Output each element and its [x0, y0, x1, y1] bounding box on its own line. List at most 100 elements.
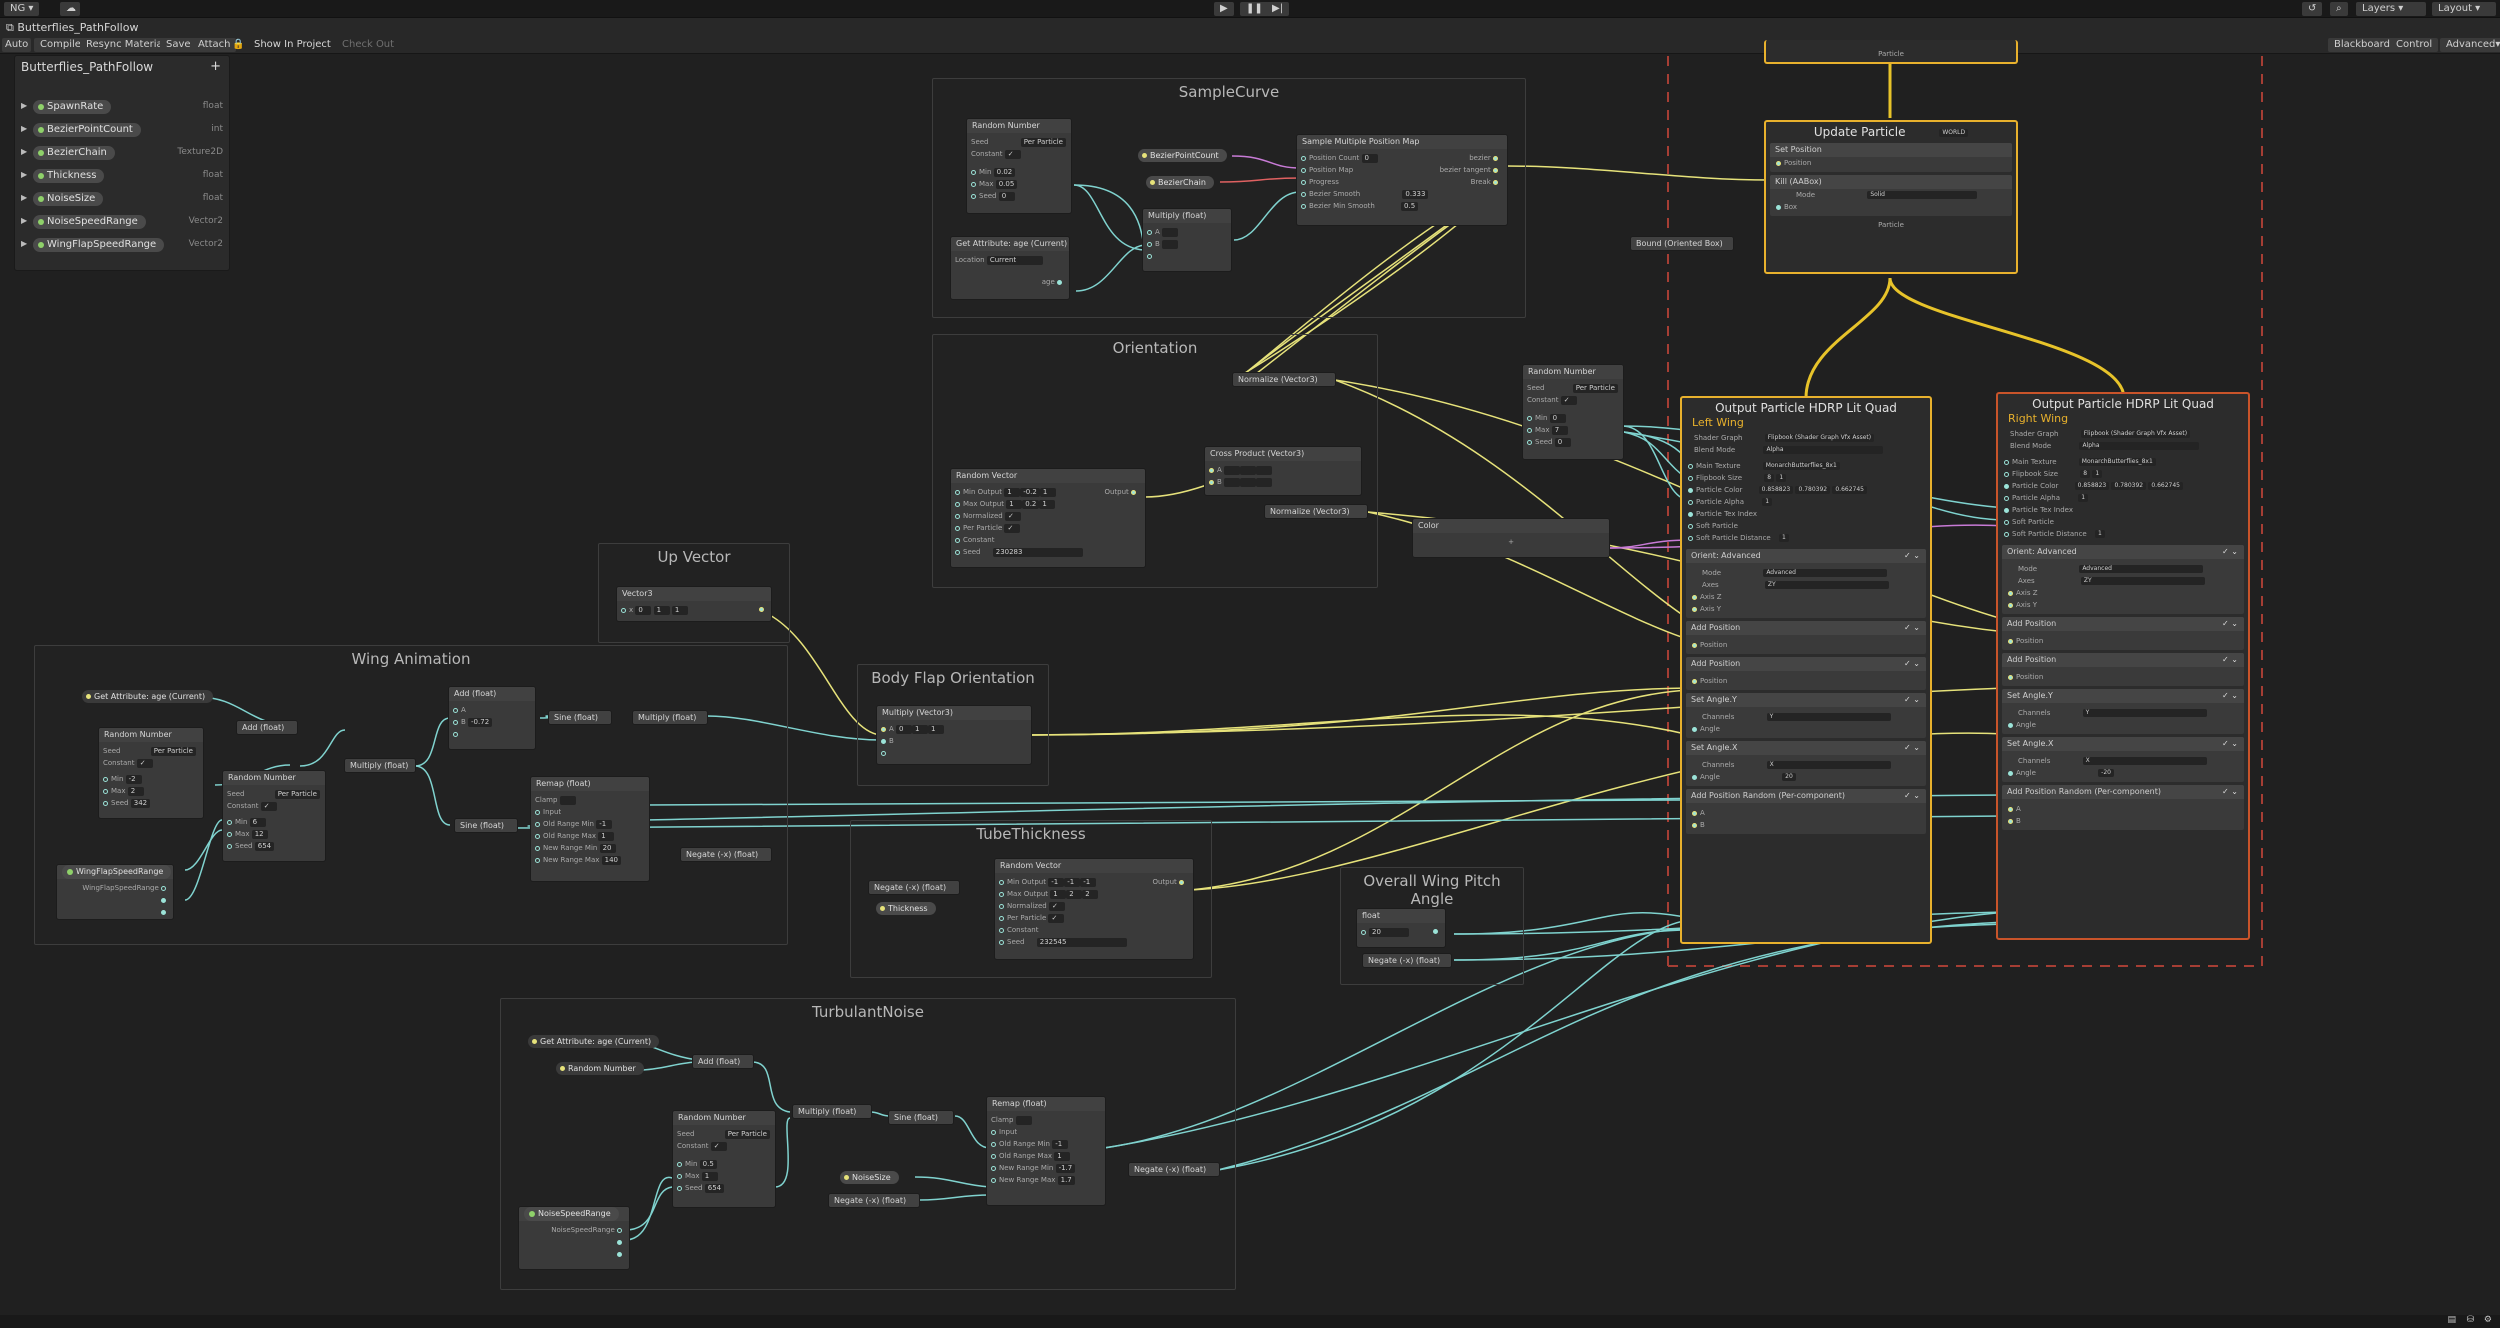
- history-icon[interactable]: ↺: [2302, 2, 2323, 16]
- node-get-attribute-age[interactable]: Get Attribute: age (Current) Location Cu…: [950, 236, 1070, 300]
- chevron-right-icon[interactable]: ▶: [21, 101, 28, 110]
- lock-icon[interactable]: 🔒: [232, 39, 245, 50]
- node-multiply-float[interactable]: Multiply (float) A B: [1142, 208, 1232, 272]
- auto-toggle[interactable]: Auto: [2, 38, 32, 52]
- cloud-icon[interactable]: ☁: [60, 2, 80, 16]
- node-add-float-2[interactable]: Add (float) A B -0.72: [448, 686, 536, 750]
- node-multiply-float-4[interactable]: Multiply (float): [792, 1104, 872, 1119]
- network-icon[interactable]: ⛁: [2466, 1315, 2474, 1325]
- node-float[interactable]: float 20: [1356, 908, 1446, 948]
- settings-icon[interactable]: ⚙: [2483, 1315, 2492, 1325]
- search-icon[interactable]: ⌕: [2330, 2, 2348, 16]
- layers-dropdown[interactable]: Layers ▾: [2356, 2, 2426, 16]
- group-overall-wing-pitch-angle[interactable]: Overall Wing Pitch Angle: [1340, 867, 1524, 985]
- property-bezierchain[interactable]: BezierChain: [1146, 176, 1214, 189]
- control-toggle[interactable]: Control: [2390, 38, 2439, 52]
- node-sine-float-3[interactable]: Sine (float): [888, 1110, 954, 1125]
- add-property-icon[interactable]: +: [210, 59, 221, 74]
- node-random-number[interactable]: Random Number Seed Per Particle Constant…: [966, 118, 1072, 214]
- node-color[interactable]: Color +: [1412, 518, 1610, 558]
- block-add-position-4[interactable]: Add Position✓ ⌄ Position: [2002, 653, 2244, 686]
- chevron-right-icon[interactable]: ▶: [21, 216, 28, 225]
- resync-material-button[interactable]: Resync Material: [80, 38, 172, 52]
- compile-button[interactable]: Compile: [34, 38, 87, 52]
- graph-tab-title[interactable]: ⧉ Butterflies_PathFollow: [6, 21, 139, 34]
- node-random-number-6[interactable]: Random Number Seed Per Particle Constant…: [672, 1110, 776, 1208]
- block-set-position[interactable]: Set Position Position: [1770, 143, 2012, 172]
- group-samplecurve[interactable]: SampleCurve: [932, 78, 1526, 318]
- group-up-vector[interactable]: Up Vector: [598, 543, 790, 643]
- console-icon[interactable]: ▤: [2447, 1315, 2456, 1325]
- node-multiply-float-3[interactable]: Multiply (float): [632, 710, 708, 725]
- node-negate-float-3[interactable]: Negate (-x) (float): [1362, 953, 1452, 968]
- chevron-right-icon[interactable]: ▶: [21, 239, 28, 248]
- layout-dropdown[interactable]: Layout ▾: [2432, 2, 2496, 16]
- chevron-right-icon[interactable]: ▶: [21, 170, 28, 179]
- step-icon[interactable]: ▶|: [1266, 2, 1290, 16]
- node-remap-float[interactable]: Remap (float) Clamp Input Old Range Min …: [530, 776, 650, 882]
- chevron-right-icon[interactable]: ▶: [21, 124, 28, 133]
- node-cross-product-vector3[interactable]: Cross Product (Vector3) A B: [1204, 446, 1362, 496]
- node-add-float[interactable]: Add (float): [236, 720, 298, 735]
- group-turbulantnoise[interactable]: TurbulantNoise: [500, 998, 1236, 1290]
- node-negate-float[interactable]: Negate (-x) (float): [680, 847, 772, 862]
- block-set-angle-y[interactable]: Set Angle.Y✓ ⌄ Channels Y Angle: [1686, 693, 1926, 738]
- account-dropdown[interactable]: NG ▾: [4, 2, 40, 16]
- node-vector3[interactable]: Vector3 x 0 1 1: [616, 586, 772, 622]
- attach-button[interactable]: Attach: [192, 38, 237, 52]
- node-negate-float-4[interactable]: Negate (-x) (float): [828, 1193, 920, 1208]
- node-random-number-2[interactable]: Random Number Seed Per Particle Constant…: [1522, 364, 1624, 460]
- group-body-flap-orientation[interactable]: Body Flap Orientation: [857, 664, 1049, 786]
- node-sample-multiple-position-map[interactable]: Sample Multiple Position Map Position Co…: [1296, 134, 1508, 226]
- group-orientation[interactable]: Orientation: [932, 334, 1378, 588]
- property-thickness[interactable]: Thickness: [876, 902, 936, 915]
- node-random-number-5[interactable]: Random Number: [556, 1062, 644, 1075]
- property-wingflapspeedrange[interactable]: WingFlapSpeedRange WingFlapSpeedRange: [56, 864, 174, 920]
- node-get-attribute-age-2[interactable]: Get Attribute: age (Current): [82, 690, 214, 703]
- block-kill-aabox[interactable]: Kill (AABox) Mode Solid Box: [1770, 175, 2012, 216]
- block-add-position-3[interactable]: Add Position✓ ⌄ Position: [2002, 617, 2244, 650]
- block-add-position-random-2[interactable]: Add Position Random (Per-component)✓ ⌄ A…: [2002, 785, 2244, 830]
- node-normalize-vector3[interactable]: Normalize (Vector3): [1232, 372, 1336, 387]
- group-wing-animation[interactable]: Wing Animation: [34, 645, 788, 945]
- block-orient-advanced-2[interactable]: Orient: Advanced✓ ⌄ Mode Advanced Axes Z…: [2002, 545, 2244, 614]
- advanced-dropdown[interactable]: Advanced▾: [2440, 38, 2500, 52]
- context-output-left-wing[interactable]: Output Particle HDRP Lit Quad Left Wing …: [1680, 396, 1932, 944]
- block-add-position-random[interactable]: Add Position Random (Per-component)✓ ⌄ A…: [1686, 789, 1926, 834]
- property-bezierpointcount[interactable]: BezierPointCount: [1138, 149, 1227, 162]
- node-remap-float-2[interactable]: Remap (float) Clamp Input Old Range Min …: [986, 1096, 1106, 1206]
- node-negate-float-5[interactable]: Negate (-x) (float): [1128, 1162, 1220, 1177]
- block-set-angle-x-2[interactable]: Set Angle.X✓ ⌄ Channels X Angle -20: [2002, 737, 2244, 782]
- block-add-position[interactable]: Add Position✓ ⌄ Position: [1686, 621, 1926, 654]
- node-add-float-3[interactable]: Add (float): [692, 1054, 754, 1069]
- block-set-angle-y-2[interactable]: Set Angle.Y✓ ⌄ Channels Y Angle: [2002, 689, 2244, 734]
- node-bound-oriented-box[interactable]: Bound (Oriented Box): [1630, 236, 1734, 251]
- node-multiply-float-2[interactable]: Multiply (float): [344, 758, 416, 773]
- node-random-number-3[interactable]: Random Number Seed Per Particle Constant…: [98, 727, 204, 819]
- node-sine-float-2[interactable]: Sine (float): [454, 818, 518, 833]
- property-noisespeedrange[interactable]: NoiseSpeedRange NoiseSpeedRange: [518, 1206, 630, 1270]
- property-noisesize[interactable]: NoiseSize: [840, 1171, 899, 1184]
- node-get-attribute-age-3[interactable]: Get Attribute: age (Current): [528, 1035, 660, 1048]
- chevron-right-icon[interactable]: ▶: [21, 147, 28, 156]
- blackboard-toggle[interactable]: Blackboard: [2328, 38, 2396, 52]
- context-spawn-stub[interactable]: Particle: [1764, 40, 2018, 64]
- block-add-position-2[interactable]: Add Position✓ ⌄ Position: [1686, 657, 1926, 690]
- context-output-right-wing[interactable]: Output Particle HDRP Lit Quad Right Wing…: [1996, 392, 2250, 940]
- save-button[interactable]: Save: [160, 38, 197, 52]
- node-sine-float[interactable]: Sine (float): [548, 710, 612, 725]
- node-negate-float-2[interactable]: Negate (-x) (float): [868, 880, 960, 895]
- chevron-right-icon[interactable]: ▶: [21, 193, 28, 202]
- block-set-angle-x[interactable]: Set Angle.X✓ ⌄ Channels X Angle 20: [1686, 741, 1926, 786]
- context-update-particle[interactable]: Update Particle WORLD Set Position Posit…: [1764, 120, 2018, 274]
- node-normalize-vector3-2[interactable]: Normalize (Vector3): [1264, 504, 1368, 519]
